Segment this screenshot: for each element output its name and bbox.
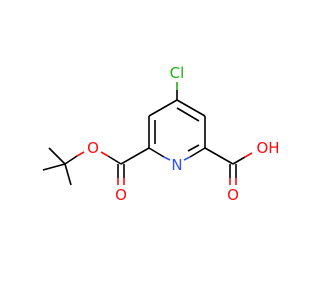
- bond-tbu-me-bottom: [64, 163, 72, 186]
- bond-acid-c-oh-black: [232, 156, 246, 165]
- bond-c2-n-inner: [187, 144, 200, 152]
- ester-carbonyl-oxygen-label: O: [115, 186, 127, 204]
- bond-c4-c5: [148, 99, 178, 117]
- bond-n-c6-end: [163, 156, 171, 161]
- bond-n-c2-end: [183, 156, 191, 161]
- bond-c6-n: [148, 147, 165, 158]
- ring-nitrogen-label: N: [171, 156, 182, 174]
- bond-c2-n: [189, 147, 206, 158]
- chlorine-label: Cl: [170, 64, 185, 82]
- bond-c4-c3: [176, 99, 206, 117]
- acid-hydroxyl-label: OH: [256, 139, 279, 157]
- bond-o-tbu-black: [64, 155, 78, 165]
- acid-carbonyl-oxygen-label: O: [227, 186, 239, 204]
- bond-c2-acid-c: [204, 147, 234, 165]
- bond-ester-c-o-red: [100, 151, 109, 157]
- bond-c6-ester-c: [120, 147, 150, 165]
- molecule-structure: Cl N O O O OH: [42, 64, 280, 204]
- bond-tbu-me-left: [42, 163, 66, 171]
- bond-acid-c-oh-red: [244, 152, 253, 158]
- bond-ester-c-o-black: [107, 155, 122, 165]
- structure-canvas: Cl N O O O OH: [42, 64, 280, 204]
- bond-c4-c3-inner: [176, 107, 200, 122]
- bond-o-tbu-red: [76, 151, 85, 157]
- ester-ether-oxygen-label: O: [87, 139, 99, 157]
- bond-tbu-me-top: [48, 147, 66, 165]
